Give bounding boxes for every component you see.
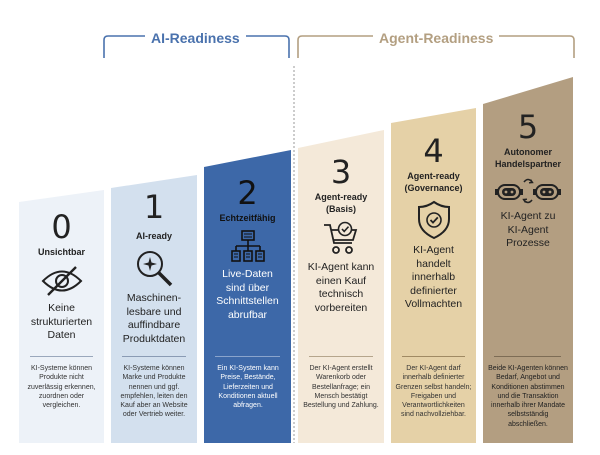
level-statement: Live-Daten sind über Schnittstellen abru…	[216, 268, 279, 321]
column-3-panel	[298, 130, 384, 443]
level-title: Autonomer Handelspartner	[494, 147, 562, 169]
column-5-panel	[483, 77, 573, 443]
column-4-panel	[391, 108, 476, 443]
column-5: 5 Autonomer Handelspartner KI-Agent zu K…	[483, 110, 573, 251]
column-2-divider	[215, 356, 280, 357]
level-statement: KI-Agent zu KI-Agent Prozesse	[500, 210, 556, 249]
column-1: 1 AI-ready Maschinen-lesbare und auffind…	[111, 190, 197, 346]
level-number: 1	[143, 188, 165, 226]
column-3-divider	[309, 356, 373, 357]
level-title: AI-ready	[135, 231, 172, 241]
column-0-description: KI-Systeme können Produkte nicht zuverlä…	[27, 365, 96, 410]
network-nodes-icon	[230, 230, 265, 262]
column-0-panel	[19, 190, 104, 443]
column-1-panel	[111, 175, 197, 443]
magnifier-sparkle-icon	[137, 251, 173, 287]
column-0-divider	[30, 356, 93, 357]
robots-exchange-icon	[495, 178, 561, 204]
shield-check-icon	[417, 200, 450, 240]
level-title: Echtzeitfähig	[219, 213, 276, 223]
column-4: 4 Agent-ready (Governance) KI-Agent hand…	[391, 134, 476, 312]
column-2: 2 Echtzeitfähig Live-Daten sind über Sch…	[204, 176, 291, 322]
level-title: Agent-ready (Basis)	[314, 192, 368, 214]
ai-readiness-label: AI-Readiness	[145, 30, 246, 46]
agent-readiness-label: Agent-Readiness	[373, 30, 500, 46]
column-5-divider	[494, 356, 561, 357]
cart-check-icon	[324, 221, 358, 254]
level-number: 0	[51, 208, 72, 246]
level-number: 5	[517, 108, 539, 146]
column-4-divider	[402, 356, 465, 357]
column-1-description: KI-Systeme können Marke und Produkte nen…	[120, 365, 188, 419]
column-0: 0 Unsichtbar Keine strukturierten Daten	[19, 210, 104, 343]
level-number: 2	[237, 174, 258, 212]
eye-crossed-icon	[41, 266, 82, 296]
column-3: 3 Agent-ready (Basis) KI-Agent kann eine…	[298, 155, 384, 315]
column-2-description: Ein KI-System kann Preise, Bestände, Lie…	[217, 365, 279, 410]
column-5-description: Beide KI-Agenten können Bedarf, Angebot …	[488, 365, 568, 428]
column-1-divider	[122, 356, 186, 357]
level-title: Agent-ready (Governance)	[404, 171, 463, 193]
column-3-description: Der KI-Agent erstellt Warenkorb oder Bes…	[303, 365, 379, 410]
column-4-description: Der KI-Agent darf innerhalb definierter …	[395, 365, 472, 419]
level-number: 3	[330, 153, 352, 191]
level-statement: KI-Agent kann einen Kauf technisch vorbe…	[307, 261, 375, 314]
column-2-panel	[204, 150, 291, 443]
level-number: 4	[423, 132, 444, 170]
level-statement: KI-Agent handelt innerhalb definierter V…	[404, 244, 463, 310]
level-title: Unsichtbar	[37, 247, 85, 257]
level-statement: Keine strukturierten Daten	[30, 302, 93, 341]
level-statement: Maschinen-lesbare und auffindbare Produk…	[122, 292, 186, 345]
